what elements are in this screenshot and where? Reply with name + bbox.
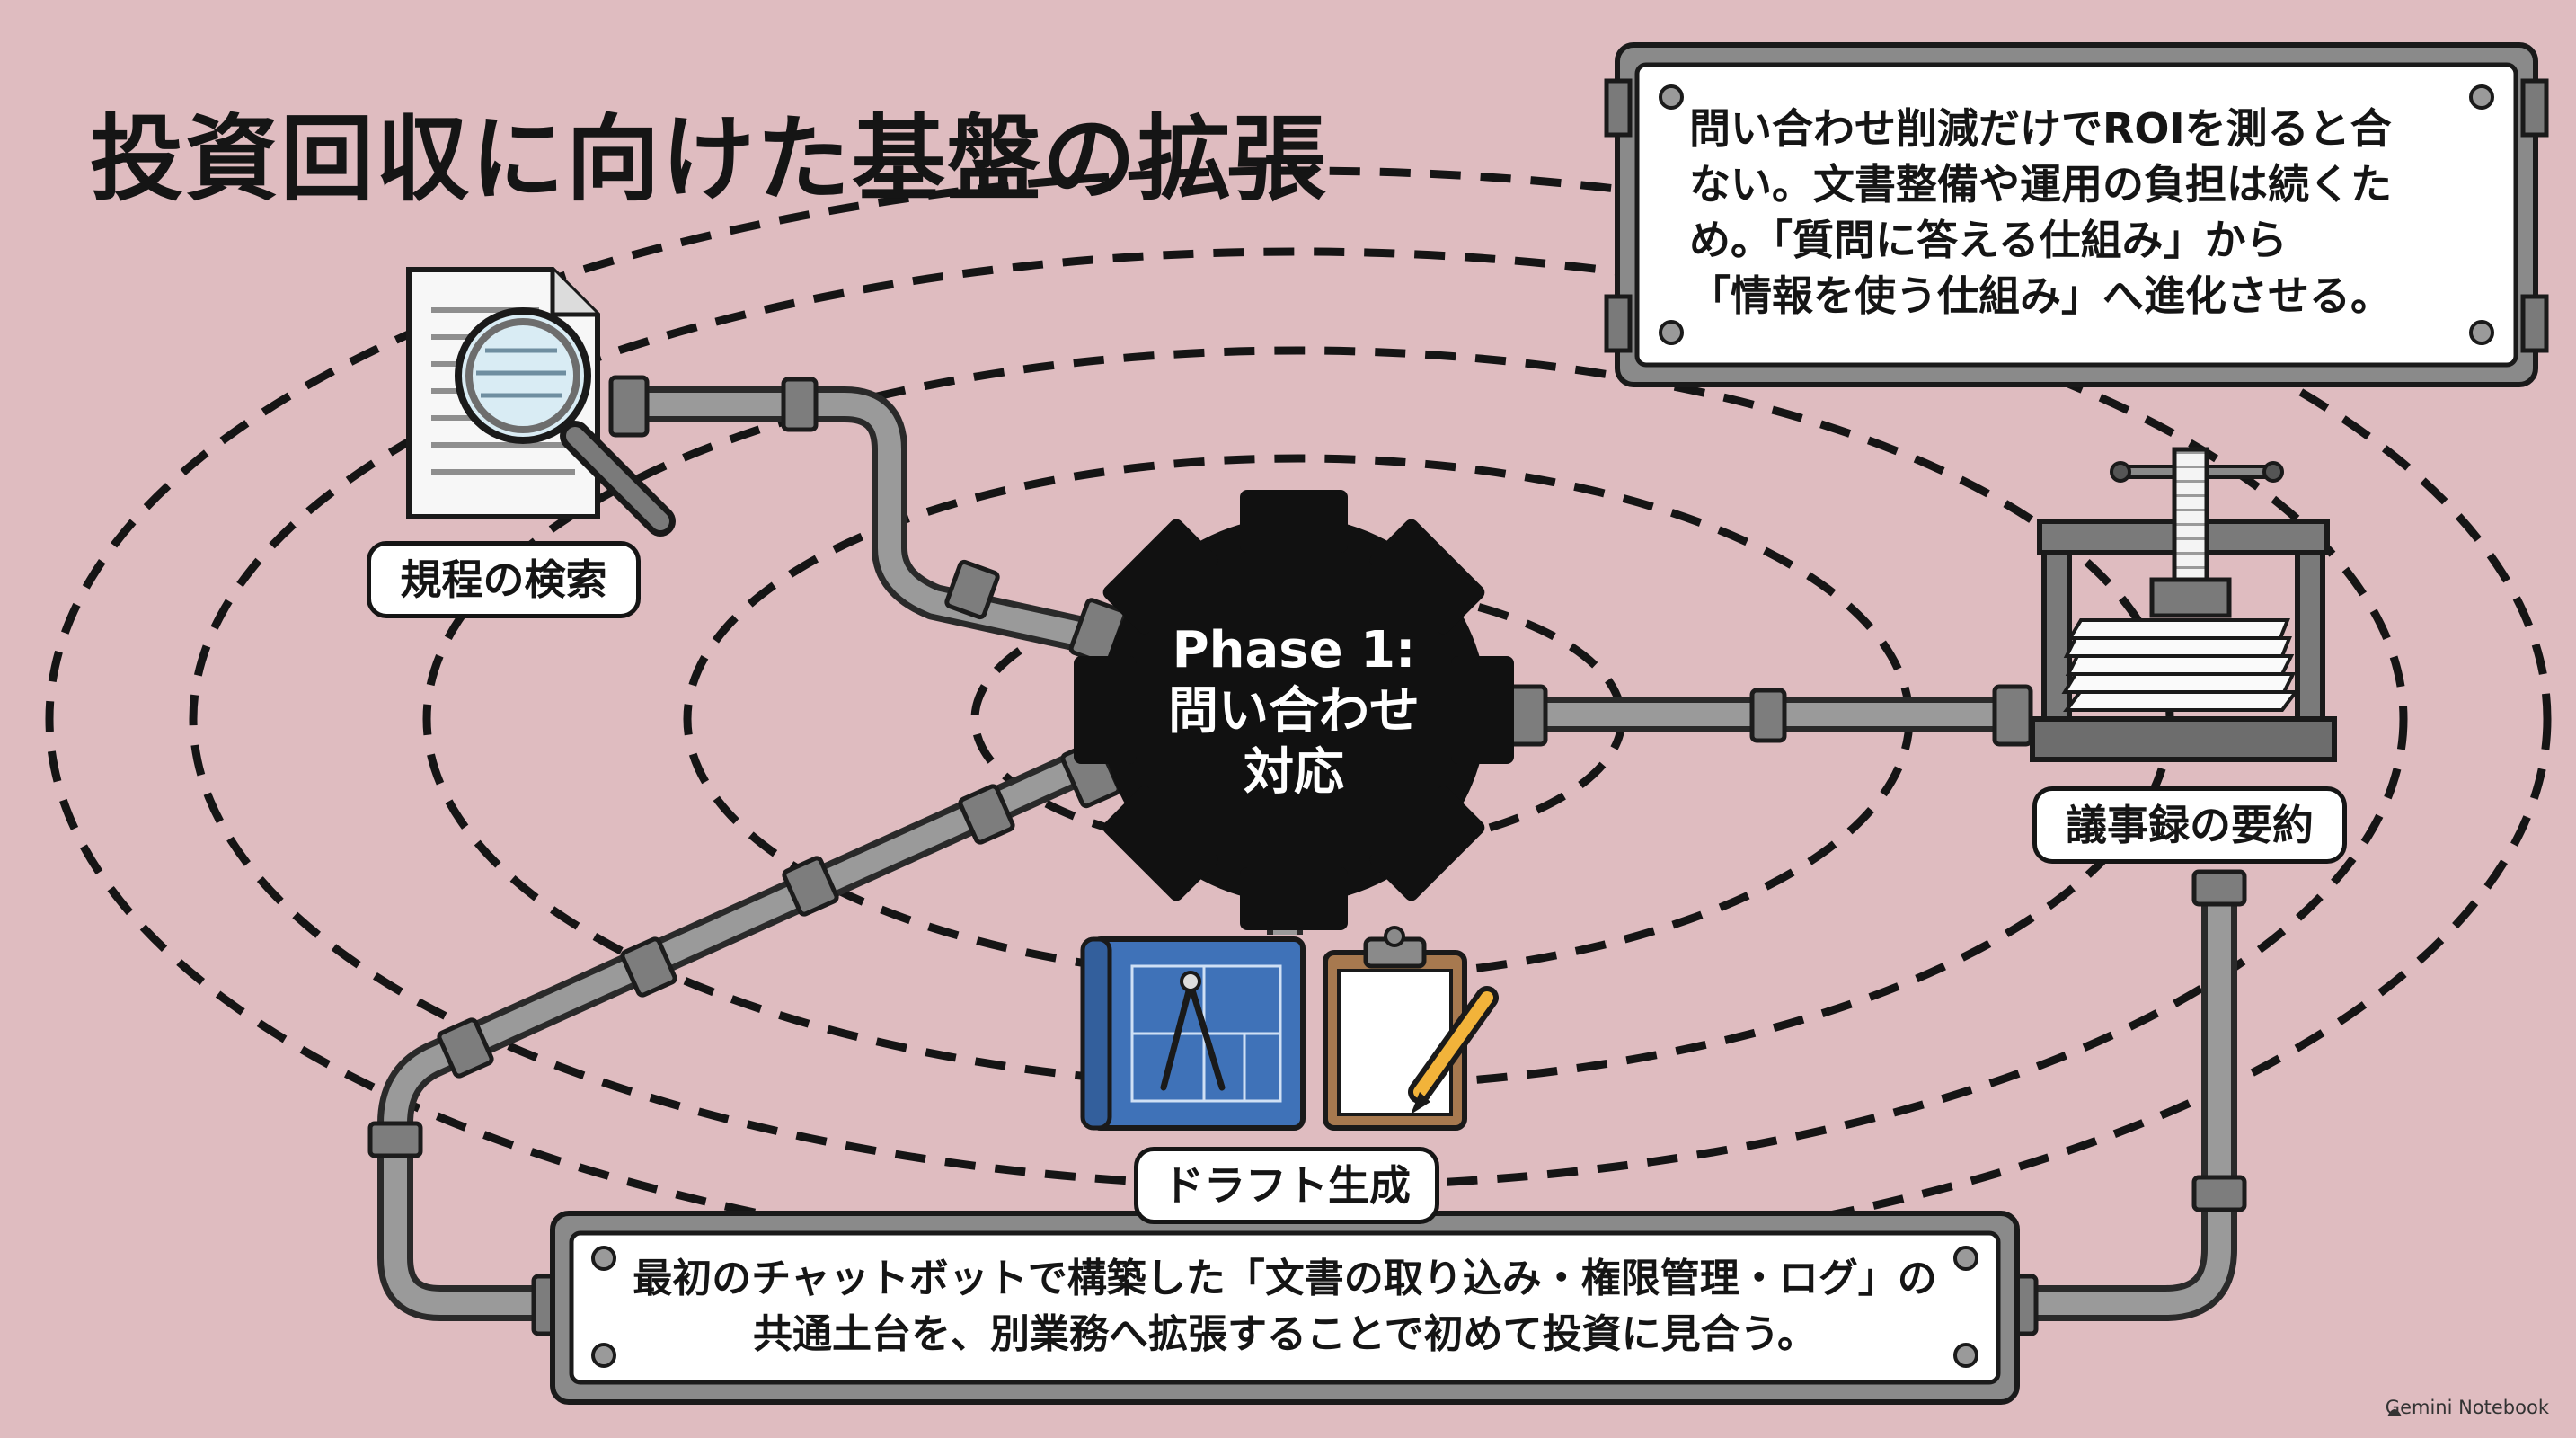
top-note-line: 「情報を使う仕組み」へ進化させる。: [1689, 271, 2392, 320]
bottom-note-line: 共通土台を、別業務へ拡張することで初めて投資に見合う。: [752, 1311, 1818, 1357]
gemini-logo-icon: [2387, 1409, 2402, 1416]
top-note-line: 問い合わせ削減だけでROIを測ると合: [1689, 104, 2392, 153]
center-gear: [1074, 490, 1514, 930]
bottom-note-line: 最初のチャットボットで構築した「文書の取り込み・権限管理・ログ」の: [633, 1256, 1937, 1301]
node-label-minutes: 議事録の要約: [2032, 786, 2347, 864]
top-note-frame: [1604, 42, 2549, 387]
top-note-text: 問い合わせ削減だけでROIを測ると合 ない。文書整備や運用の負担は続くた め。「…: [1689, 101, 2480, 324]
watermark: Gemini Notebook: [2385, 1397, 2549, 1418]
blueprint-clipboard-icon: [1080, 926, 1499, 1131]
center-line-2: 対応: [1244, 743, 1344, 802]
document-press-icon: [2030, 447, 2337, 762]
center-phase-label: Phase 1: 問い合わせ 対応: [1114, 620, 1474, 803]
center-phase: Phase 1:: [1172, 621, 1416, 679]
top-note-line: め。「質問に答える仕組み」から: [1689, 216, 2288, 264]
document-search-icon: [406, 267, 676, 537]
top-note-line: ない。文書整備や運用の負担は続くた: [1689, 160, 2392, 209]
node-label-search: 規程の検索: [367, 541, 641, 618]
page-title: 投資回収に向けた基盤の拡張: [90, 104, 1329, 214]
center-line-1: 問い合わせ: [1168, 682, 1420, 741]
node-label-draft: ドラフト生成: [1134, 1147, 1439, 1224]
bottom-note-text: 最初のチャットボットで構築した「文書の取り込み・権限管理・ログ」の 共通土台を、…: [593, 1251, 1977, 1363]
